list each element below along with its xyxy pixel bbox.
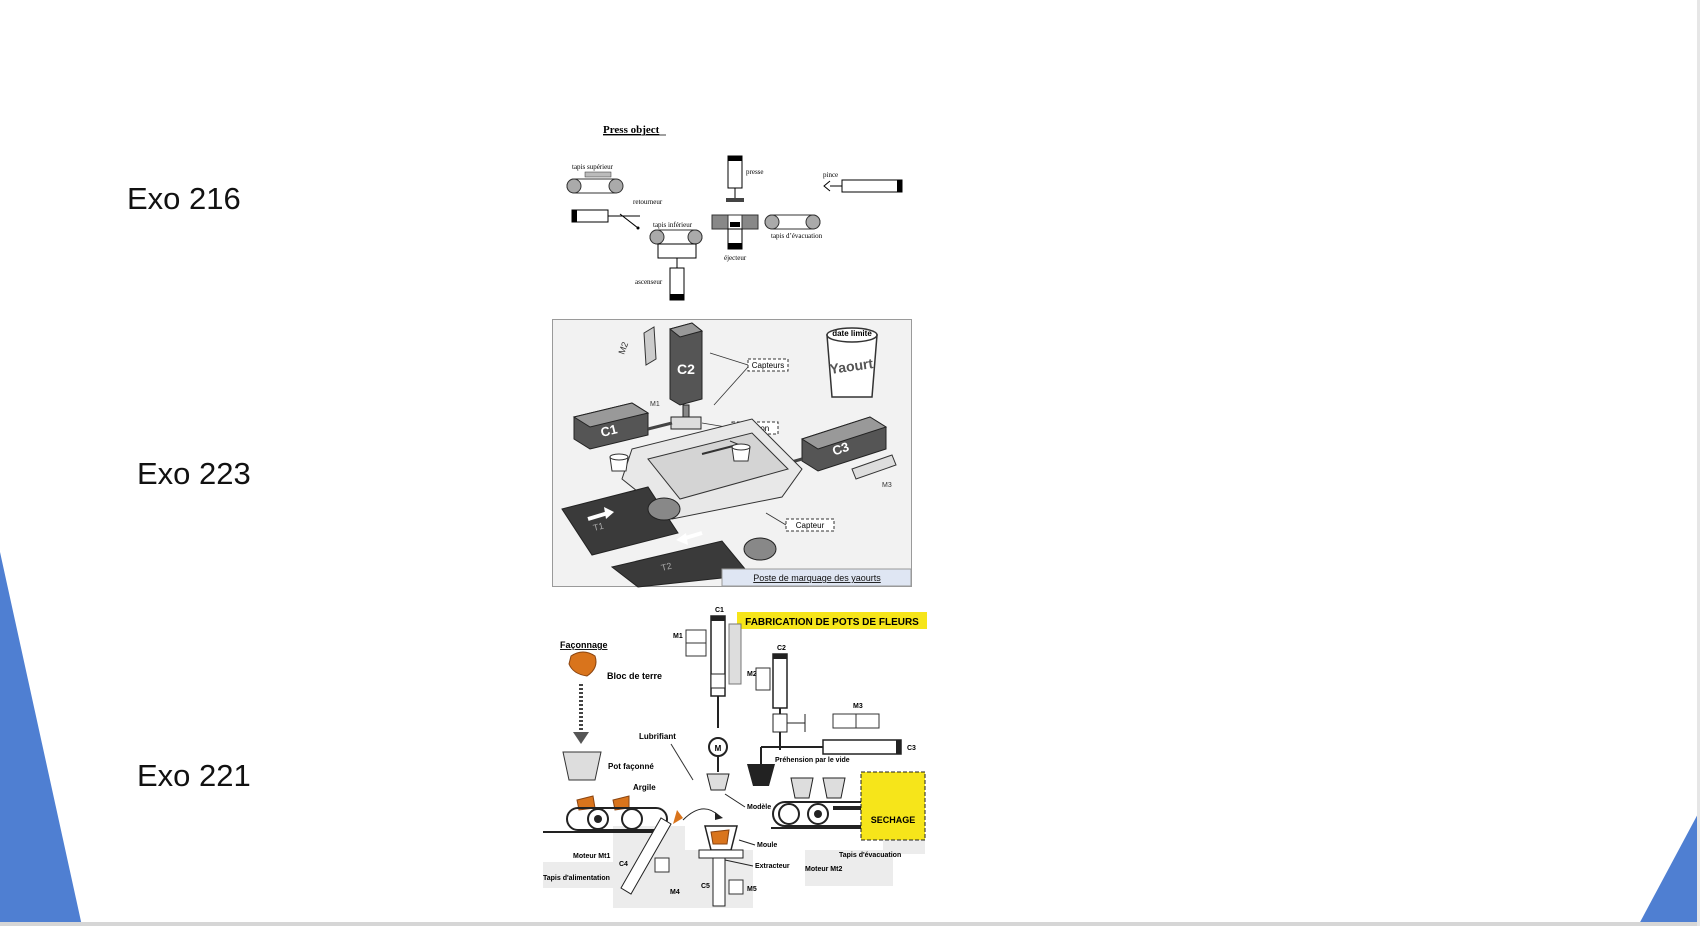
press-object-diagram: Press object tapis supérieur retourneur …	[566, 124, 903, 301]
label-m2: M2	[616, 341, 630, 356]
label-tapis-inferieur: tapis inférieur	[653, 221, 693, 229]
label-pot-faconne: Pot façonné	[608, 762, 654, 771]
label-m5: M5	[747, 886, 757, 893]
pots-de-fleurs-diagram: FABRICATION DE POTS DE FLEURS Façonnage …	[543, 607, 927, 908]
label-exo-216: Exo 216	[127, 181, 241, 216]
label-m4: M4	[670, 889, 680, 896]
label-tapis-evacuation: Tapis d'évacuation	[839, 852, 901, 859]
caption-poste-marquage: Poste de marquage des yaourts	[753, 573, 881, 583]
label-t2: T2	[660, 561, 673, 573]
label-moule: Moule	[757, 842, 777, 849]
label-prehension: Préhension par le vide	[775, 757, 850, 764]
press-title: Press object	[603, 124, 660, 136]
yaourt-marking-diagram: date limite Yaourt C2 M2 Capteurs Tampon…	[552, 319, 912, 588]
label-presse: presse	[746, 168, 764, 176]
label-capteur: Capteur	[796, 521, 825, 530]
label-retourneur: retourneur	[633, 198, 663, 206]
label-extracteur: Extracteur	[755, 863, 790, 870]
label-c3: C3	[907, 745, 916, 752]
label-c2: C2	[677, 361, 695, 377]
label-lubrifiant: Lubrifiant	[639, 732, 676, 741]
label-c2: C2	[777, 645, 786, 652]
label-moteur-mt1: Moteur Mt1	[573, 853, 610, 860]
label-c1: C1	[715, 607, 724, 614]
label-pince: pince	[823, 171, 838, 179]
label-bloc-de-terre: Bloc de terre	[607, 671, 662, 681]
label-modele: Modèle	[747, 804, 771, 811]
label-c3: C3	[830, 439, 850, 458]
label-faconnage: Façonnage	[560, 640, 608, 650]
pots-title: FABRICATION DE POTS DE FLEURS	[745, 617, 919, 628]
label-c4: C4	[619, 861, 628, 868]
label-exo-223: Exo 223	[137, 456, 251, 491]
label-c5: C5	[701, 883, 710, 890]
label-exo-221: Exo 221	[137, 758, 251, 793]
label-tapis-superieur: tapis supérieur	[572, 163, 614, 171]
label-t1: T1	[592, 521, 605, 533]
label-ejecteur: éjecteur	[724, 254, 747, 262]
label-argile: Argile	[633, 783, 656, 792]
label-m: M	[715, 744, 722, 753]
svg-text:M1: M1	[650, 401, 660, 408]
svg-text:M3: M3	[882, 482, 892, 489]
right-border	[1697, 0, 1700, 926]
label-capteurs: Capteurs	[752, 361, 784, 370]
pot-brand-text: Yaourt	[829, 355, 875, 377]
label-m2: M2	[747, 671, 757, 678]
yaourt-pot-image: date limite Yaourt	[826, 327, 878, 398]
label-m1: M1	[673, 633, 683, 640]
label-tapis-alimentation: Tapis d'alimentation	[543, 875, 610, 882]
pot-top-text: date limite	[832, 329, 872, 338]
left-corner-decoration	[0, 552, 82, 926]
label-moteur-mt2: Moteur Mt2	[805, 866, 842, 873]
label-m3: M3	[853, 703, 863, 710]
label-ascenseur: ascenseur	[635, 278, 663, 286]
label-tapis-evacuation: tapis d’évacuation	[771, 232, 823, 240]
bottom-border	[0, 922, 1700, 926]
label-c1: C1	[599, 421, 619, 440]
label-sechage: SECHAGE	[871, 815, 916, 825]
right-corner-decoration	[1638, 810, 1700, 926]
